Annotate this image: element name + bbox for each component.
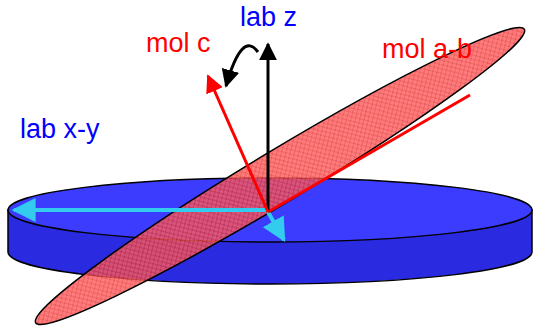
tilt-arc (226, 46, 258, 86)
lab-xy-label: lab x-y (20, 116, 100, 143)
mol-ab-label: mol a-b (382, 36, 472, 63)
mol-ab-axis (268, 95, 470, 212)
mol-c-label: mol c (146, 30, 211, 57)
lab-x-arrow (14, 208, 268, 212)
lab-y-arrow (268, 212, 284, 240)
mol-c-arrow (208, 76, 268, 212)
molecular-plane (22, 7, 537, 335)
lab-z-label: lab z (240, 4, 297, 31)
lab-z-arrow (267, 44, 270, 212)
